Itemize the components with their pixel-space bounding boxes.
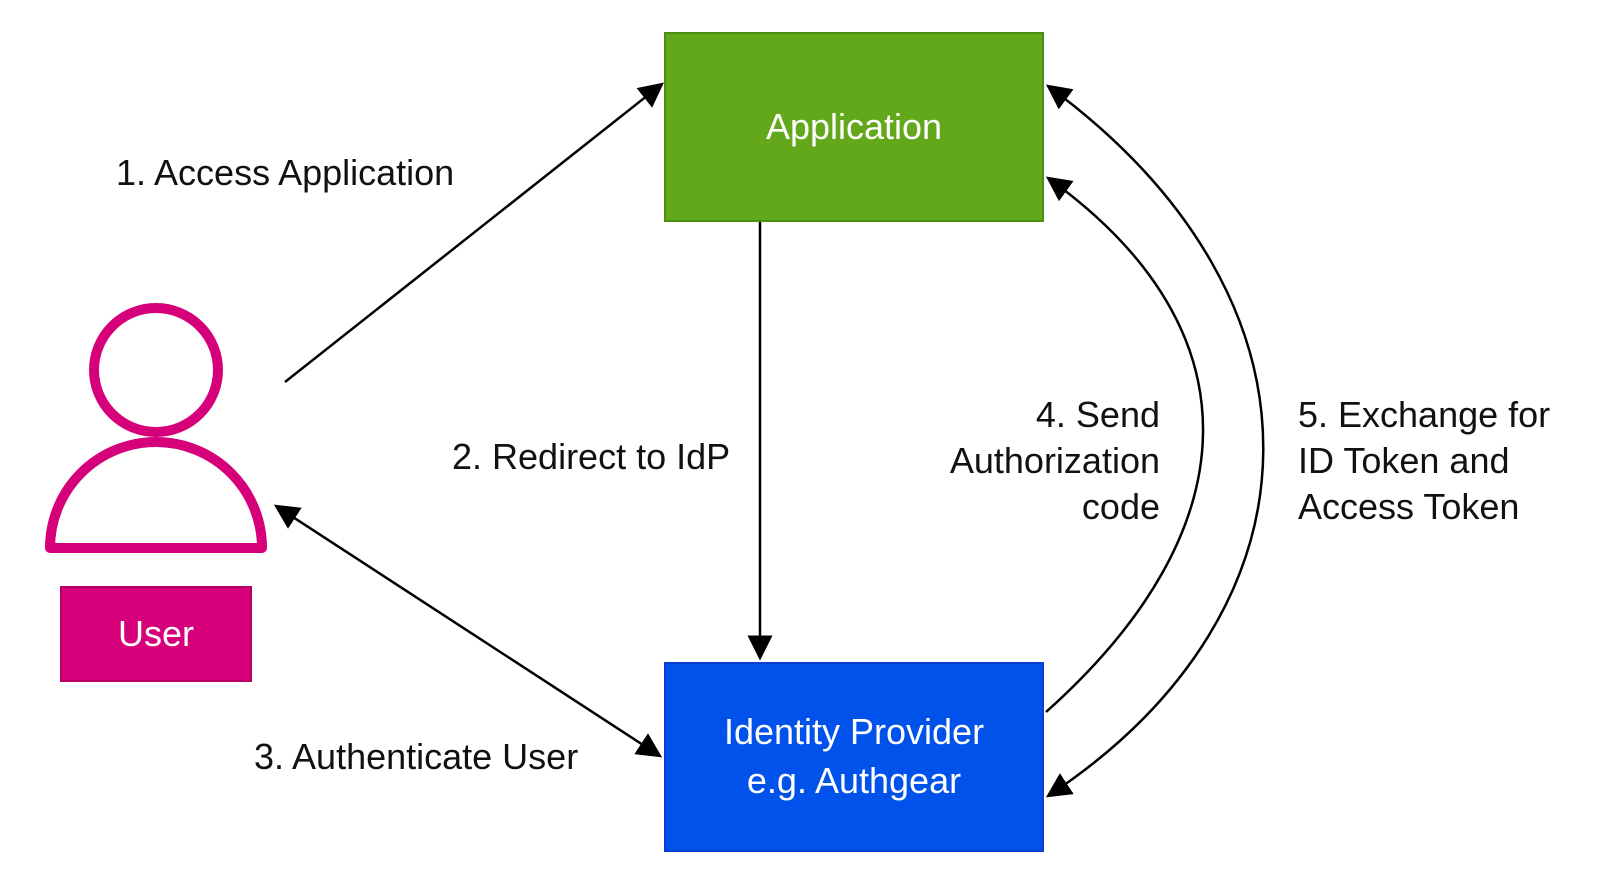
step4-line1: 4. Send bbox=[1035, 394, 1160, 435]
step4-line3: code bbox=[1081, 486, 1160, 527]
edge-access-application bbox=[284, 82, 664, 383]
edge-exchange-tokens bbox=[1045, 84, 1265, 798]
step4-label: 4. Send Authorization code bbox=[950, 392, 1160, 530]
step5-line3: Access Token bbox=[1298, 486, 1520, 527]
edge-authenticate-user bbox=[273, 504, 663, 758]
identity-provider-label: Identity Provider bbox=[723, 711, 985, 753]
step3-label: 3. Authenticate User bbox=[254, 736, 579, 777]
step5-label: 5. Exchange for ID Token and Access Toke… bbox=[1298, 392, 1550, 530]
person-icon bbox=[45, 303, 267, 553]
step2-label: 2. Redirect to IdP bbox=[452, 436, 731, 477]
edge-send-authorization-code bbox=[1045, 176, 1205, 713]
application-node: Application bbox=[664, 32, 1044, 222]
step5-line2: ID Token and bbox=[1298, 440, 1510, 481]
step4-line2: Authorization bbox=[949, 440, 1160, 481]
step1-label: 1. Access Application bbox=[116, 152, 455, 193]
user-node: User bbox=[60, 586, 252, 682]
step5-line1: 5. Exchange for bbox=[1298, 394, 1551, 435]
user-label: User bbox=[117, 612, 194, 654]
identity-provider-sublabel: e.g. Authgear bbox=[746, 760, 962, 801]
application-label: Application bbox=[765, 105, 943, 147]
identity-provider-node: Identity Provider e.g. Authgear bbox=[664, 662, 1044, 852]
